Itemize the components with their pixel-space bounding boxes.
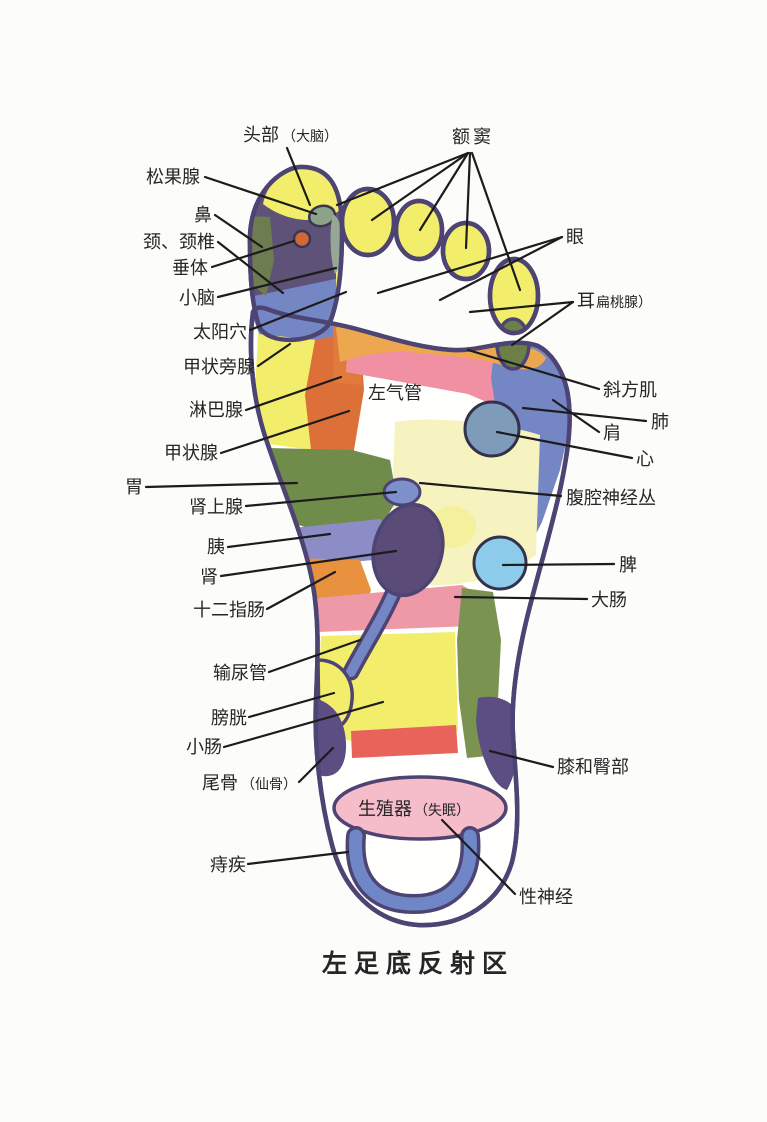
label-bladder: 膀胱 bbox=[211, 708, 247, 728]
label-sex-nerve: 性神经 bbox=[519, 887, 573, 907]
label-small-intestine: 小肠 bbox=[186, 737, 222, 757]
leader-coccyx bbox=[297, 746, 335, 784]
label-colon: 大肠 bbox=[591, 590, 627, 610]
leader-cerebellum bbox=[216, 266, 338, 299]
label-frontal-sinus: 额窦 bbox=[452, 127, 494, 147]
label-spleen: 脾 bbox=[619, 555, 637, 575]
label-heart: 心 bbox=[636, 449, 654, 469]
leader-adrenal bbox=[244, 490, 398, 508]
label-head: 头部（大脑） bbox=[243, 125, 338, 145]
leader-pancreas bbox=[226, 532, 332, 549]
region-red-band bbox=[351, 725, 458, 758]
region-pituitary-dot bbox=[292, 229, 312, 249]
leader-hemorrhoid bbox=[246, 850, 350, 866]
leader-duodenum bbox=[265, 570, 337, 611]
leader-eye-2 bbox=[438, 235, 564, 302]
label-kidney: 肾 bbox=[200, 567, 218, 587]
leader-pituitary bbox=[210, 239, 296, 269]
label-trachea: 左气管 bbox=[368, 383, 422, 403]
label-shoulder: 肩 bbox=[603, 423, 621, 443]
leader-ear-2 bbox=[510, 300, 575, 347]
leader-parathyroid bbox=[256, 342, 292, 368]
leader-nose bbox=[213, 213, 264, 249]
region-genital bbox=[332, 775, 508, 841]
region-heart bbox=[463, 400, 521, 458]
region-parathyroid bbox=[255, 334, 316, 450]
leader-frontal-3 bbox=[418, 151, 470, 232]
leader-head bbox=[285, 146, 312, 207]
region-hemorrhoid bbox=[349, 829, 477, 911]
leader-lung bbox=[521, 406, 648, 423]
label-neck: 颈、颈椎 bbox=[143, 232, 215, 252]
page-title: 左足底反射区 bbox=[322, 949, 514, 978]
leader-ureter bbox=[267, 638, 362, 674]
label-temple: 太阳穴 bbox=[193, 322, 247, 342]
labels: 头部（大脑） 额窦 松果腺 鼻 颈、颈椎 垂体 小脑 太阳穴 甲状旁腺 淋巴腺 … bbox=[125, 125, 669, 907]
label-ureter: 输尿管 bbox=[213, 663, 267, 683]
label-pituitary: 垂体 bbox=[172, 258, 208, 278]
label-knee-hip: 膝和臀部 bbox=[557, 757, 629, 777]
leader-eye-1 bbox=[376, 235, 564, 295]
label-trapezius: 斜方肌 bbox=[603, 380, 657, 400]
region-cerebellum-neck bbox=[254, 278, 347, 352]
label-genital: 生殖器（失眠） bbox=[358, 798, 470, 819]
region-spleen bbox=[472, 535, 528, 591]
label-pancreas: 胰 bbox=[207, 537, 225, 557]
region-coccyx bbox=[312, 698, 347, 777]
label-coccyx: 尾骨（仙骨） bbox=[202, 773, 297, 793]
region-kidney bbox=[371, 502, 445, 598]
leader-colon bbox=[453, 595, 589, 601]
leader-kidney bbox=[219, 549, 398, 578]
leader-sexnerve bbox=[440, 818, 517, 896]
leader-bladder bbox=[247, 691, 336, 719]
label-nose: 鼻 bbox=[194, 205, 212, 225]
label-cerebellum: 小脑 bbox=[179, 288, 215, 308]
region-stomach bbox=[268, 448, 397, 536]
region-knee-hip bbox=[476, 696, 519, 790]
region-pineal-oval bbox=[307, 204, 337, 228]
label-pineal: 松果腺 bbox=[146, 167, 200, 187]
region-adrenal bbox=[382, 477, 422, 507]
leader-frontal-5 bbox=[470, 151, 522, 292]
label-lymph: 淋巴腺 bbox=[189, 400, 243, 420]
region-colon-transverse bbox=[316, 585, 479, 632]
leader-celiac bbox=[418, 481, 563, 498]
label-eye: 眼 bbox=[566, 227, 584, 247]
leader-frontal-1 bbox=[335, 151, 470, 207]
leader-frontal-2 bbox=[370, 151, 470, 222]
region-nose-crescent bbox=[249, 216, 274, 296]
leader-heart bbox=[495, 430, 634, 460]
leader-shoulder bbox=[551, 398, 601, 434]
leader-knee bbox=[488, 749, 555, 769]
leader-ear-1 bbox=[468, 300, 575, 314]
leader-trapezius bbox=[466, 348, 601, 391]
label-thyroid: 甲状腺 bbox=[164, 443, 218, 463]
leader-stomach bbox=[144, 481, 299, 489]
leader-lymph bbox=[244, 375, 343, 412]
label-ear: 耳扁桃腺） bbox=[577, 291, 652, 311]
leader-frontal-4 bbox=[464, 151, 472, 250]
label-stomach: 胃 bbox=[125, 477, 143, 497]
leader-spleen bbox=[501, 562, 616, 567]
label-adrenal: 肾上腺 bbox=[189, 497, 243, 517]
leader-pineal bbox=[203, 175, 318, 216]
label-parathyroid: 甲状旁腺 bbox=[183, 357, 255, 377]
leader-smallint bbox=[222, 700, 385, 749]
label-lung: 肺 bbox=[651, 412, 669, 432]
leader-temple bbox=[248, 290, 348, 332]
leader-lines bbox=[144, 146, 648, 896]
foot-outline-overlay bbox=[247, 164, 572, 928]
label-celiac-plexus: 腹腔神经丛 bbox=[566, 488, 656, 508]
label-duodenum: 十二指肠 bbox=[193, 600, 265, 620]
label-hemorrhoid: 痔疾 bbox=[210, 855, 246, 875]
leader-thyroid bbox=[219, 409, 351, 455]
